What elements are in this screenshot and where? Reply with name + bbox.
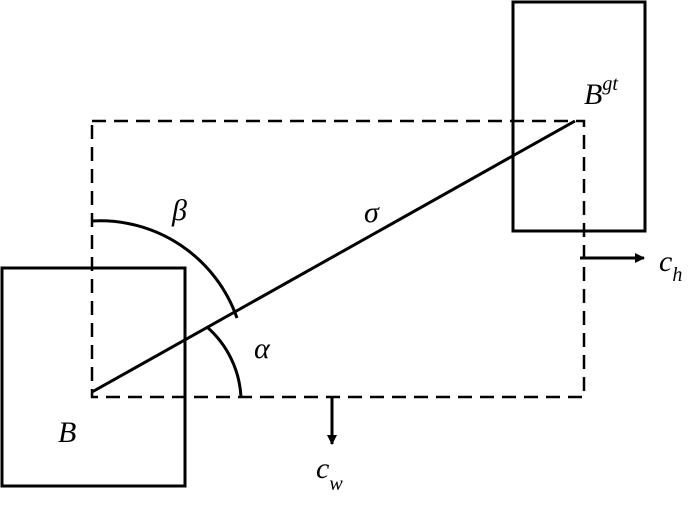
label-beta: β xyxy=(171,194,187,227)
label-bgt-sup: gt xyxy=(602,73,618,95)
label-ch: ch xyxy=(659,245,682,286)
predicted-box-b xyxy=(0,266,187,488)
label-cw: cw xyxy=(316,452,343,495)
alpha-arc xyxy=(206,325,243,398)
center-distance-line xyxy=(91,119,576,394)
label-ch-base: c xyxy=(659,245,672,278)
label-b: B xyxy=(58,416,76,449)
beta-arc xyxy=(91,219,239,319)
label-ch-sub: h xyxy=(672,264,682,286)
label-bgt: Bgt xyxy=(584,73,618,111)
enclosing-dashed-rect xyxy=(90,119,586,399)
ground-truth-box xyxy=(511,0,647,233)
label-bgt-base: B xyxy=(584,78,602,111)
label-cw-base: c xyxy=(316,452,329,485)
label-sigma: σ xyxy=(364,196,380,229)
label-cw-sub: w xyxy=(329,473,343,495)
label-alpha: α xyxy=(254,332,271,365)
